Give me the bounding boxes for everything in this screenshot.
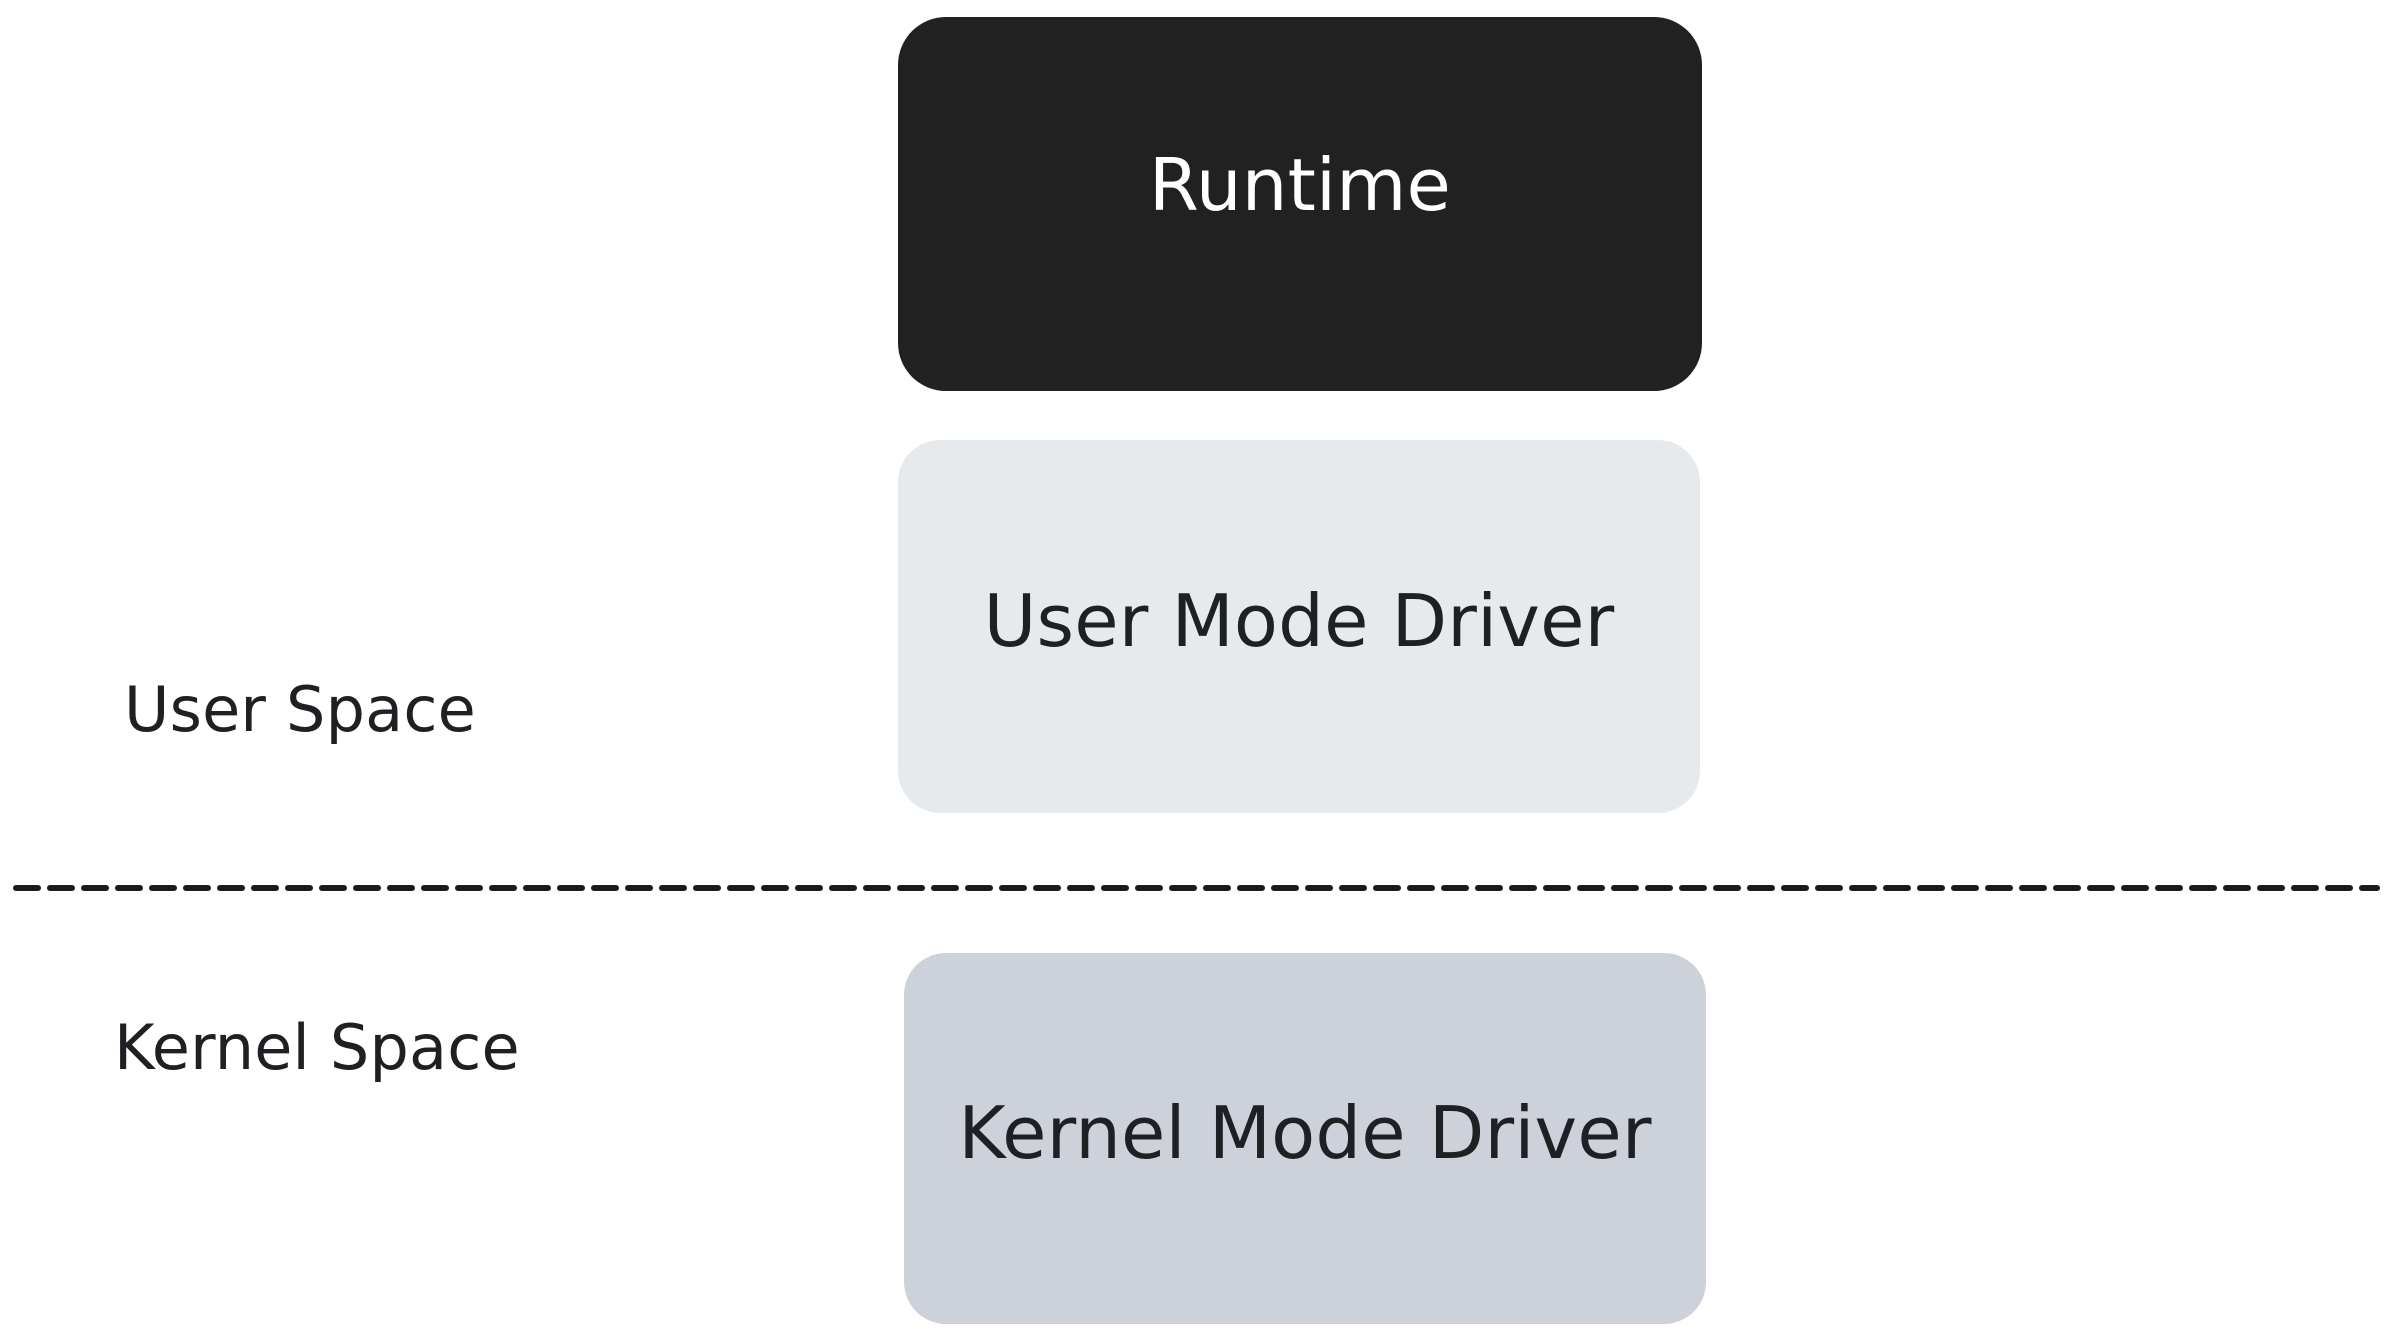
- user-kernel-space-divider: [0, 856, 2393, 920]
- node-kernel-mode-driver-label: Kernel Mode Driver: [958, 1090, 1652, 1175]
- node-kernel-mode-driver[interactable]: Kernel Mode Driver: [904, 953, 1706, 1324]
- layer-label-user-space: User Space: [124, 673, 476, 746]
- node-user-mode-driver[interactable]: User Mode Driver: [898, 440, 1700, 813]
- node-user-mode-driver-label: User Mode Driver: [983, 578, 1615, 663]
- layer-label-kernel-space: Kernel Space: [114, 1011, 520, 1084]
- node-runtime-label: Runtime: [1148, 143, 1452, 228]
- node-runtime[interactable]: Runtime: [898, 17, 1702, 391]
- divider-dashed-line-icon: [13, 885, 2380, 891]
